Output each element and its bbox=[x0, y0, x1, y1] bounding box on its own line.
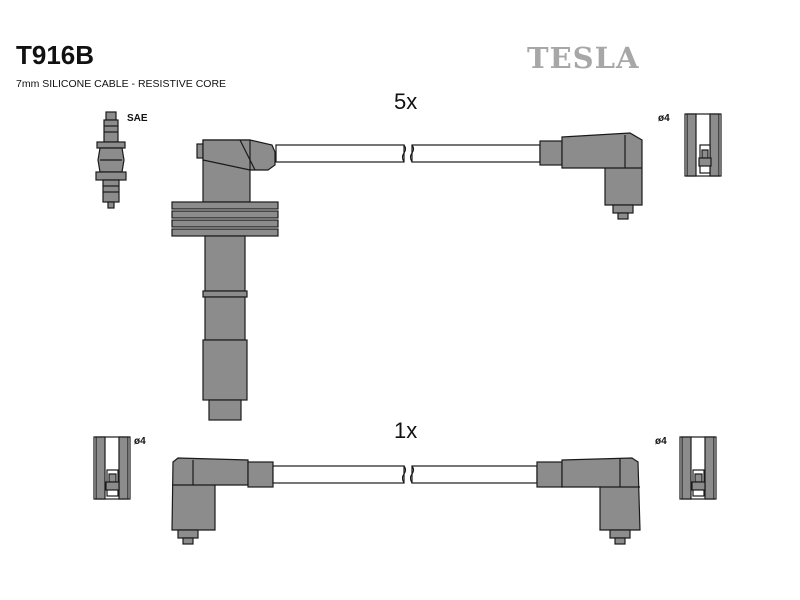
angled-boot-top-right bbox=[539, 132, 643, 220]
cable-top bbox=[275, 144, 541, 163]
spark-plug-icon bbox=[95, 111, 127, 209]
terminal-diameter-label-top: ø4 bbox=[658, 113, 670, 124]
terminal-connector-icon-top bbox=[684, 113, 722, 177]
quantity-label-bottom: 1x bbox=[394, 418, 418, 443]
spark-plug-standard-label: SAE bbox=[127, 113, 148, 124]
angled-boot-bottom-right bbox=[536, 457, 641, 545]
brand-logo: TESLA bbox=[527, 41, 640, 75]
terminal-diameter-label-bottom-right: ø4 bbox=[655, 436, 667, 447]
terminal-connector-icon-bottom-right bbox=[679, 436, 717, 500]
cable-spec-subtitle: 7mm SILICONE CABLE - RESISTIVE CORE bbox=[16, 78, 227, 90]
terminal-connector-icon-bottom-left bbox=[93, 436, 131, 500]
angled-boot-bottom-left bbox=[171, 457, 274, 545]
coil-boot-top bbox=[171, 139, 279, 421]
quantity-label-top: 5x bbox=[394, 89, 418, 114]
terminal-diameter-label-bottom-left: ø4 bbox=[134, 436, 146, 447]
cable-bottom bbox=[272, 465, 538, 484]
part-number: T916B bbox=[16, 40, 95, 70]
